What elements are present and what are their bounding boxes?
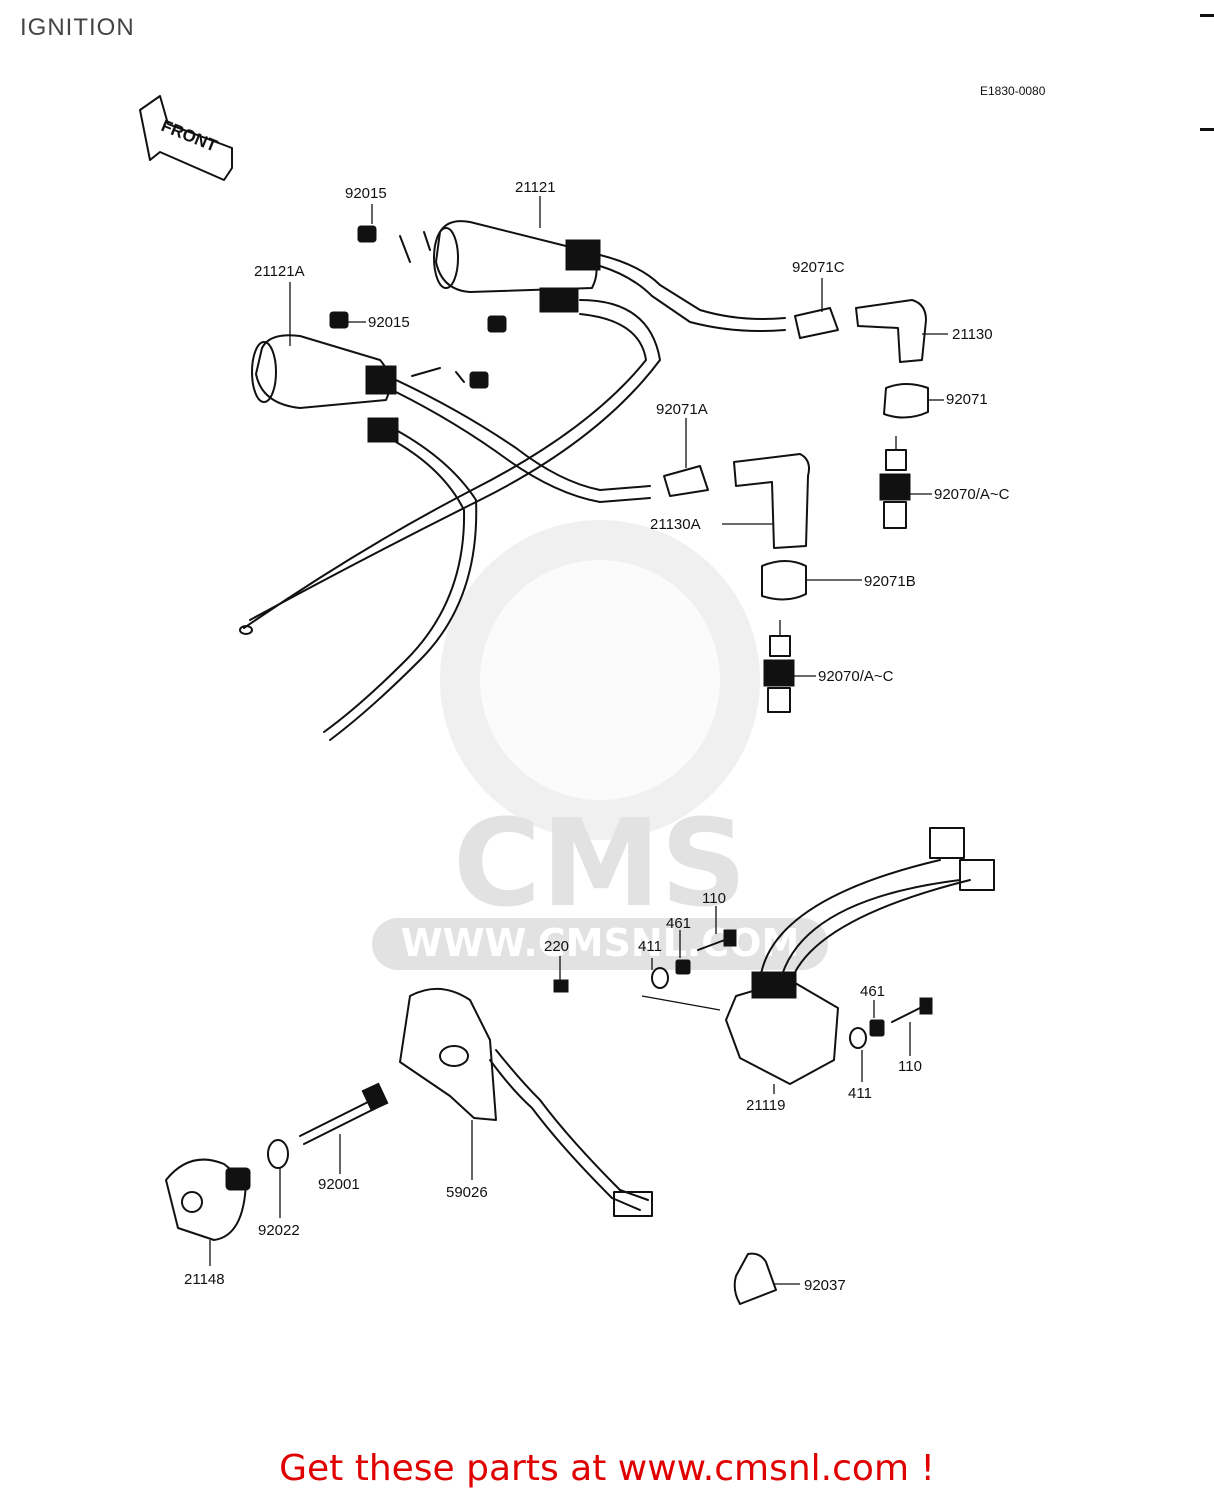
label-461-top: 461 [666,915,691,932]
label-21121A: 21121A [254,263,305,280]
cta-link[interactable]: Get these parts at www.cmsnl.com ! [279,1448,935,1489]
label-92071B: 92071B [864,573,916,590]
label-21119: 21119 [746,1097,786,1114]
front-arrow: FRONT [139,95,233,181]
cms-watermark: CMS WWW.CMSNL.COM [372,520,828,970]
label-92001: 92001 [318,1176,360,1193]
diagram-code: E1830-0080 [980,84,1046,98]
ic-igniter-21119 [725,827,995,1085]
ignition-coil-21121A [251,311,489,443]
label-92070-top: 92070/A~C [934,486,1010,503]
pickup-plate-59026 [399,987,653,1217]
spark-plug-lower [763,620,795,713]
watermark-brand: CMS [453,795,747,934]
page-title: IGNITION [20,14,135,41]
label-92022: 92022 [258,1222,300,1239]
plug-cap-92071C [794,307,839,339]
label-21130A: 21130A [650,516,701,533]
label-92071A: 92071A [656,401,708,418]
label-21130: 21130 [952,326,993,343]
plug-cap-92071A [663,465,709,497]
clamp-92037 [733,1252,777,1305]
spark-plug-upper [879,436,911,529]
label-92071: 92071 [946,391,988,408]
advancer-21148 [165,1158,251,1241]
label-21148: 21148 [184,1271,225,1288]
label-92015-mid: 92015 [368,314,410,331]
label-92071C: 92071C [792,259,845,276]
leader-lines [209,196,948,1285]
part-labels: 92015 21121 21121A 92015 92071C 21130 92… [184,179,1010,1294]
washer-92022 [267,1139,289,1169]
label-110-right: 110 [898,1058,922,1075]
label-92015-top: 92015 [345,185,387,202]
edge-mark-top [1200,14,1214,17]
seal-92071B [761,560,807,601]
label-92070-low: 92070/A~C [818,668,894,685]
bolt-92001 [299,1082,389,1145]
seal-92071 [883,383,929,419]
label-21121: 21121 [515,179,556,196]
edge-mark-bottom [1200,128,1214,131]
ignition-parts-diagram: CMS WWW.CMSNL.COM E1830-0080 FRONT [139,84,1046,1305]
high-tension-leads [239,254,786,741]
igniter-hardware [553,929,933,1049]
label-59026: 59026 [446,1184,488,1201]
label-220: 220 [544,938,569,955]
plug-cap-21130A [733,453,810,549]
front-arrow-label: FRONT [159,116,221,156]
label-461-right: 461 [860,983,885,1000]
label-92037: 92037 [804,1277,846,1294]
plug-cap-21130 [855,299,927,363]
label-411-top: 411 [638,938,662,955]
label-110-top: 110 [702,890,726,907]
watermark-url: WWW.CMSNL.COM [401,921,800,965]
label-411-right: 411 [848,1085,872,1102]
